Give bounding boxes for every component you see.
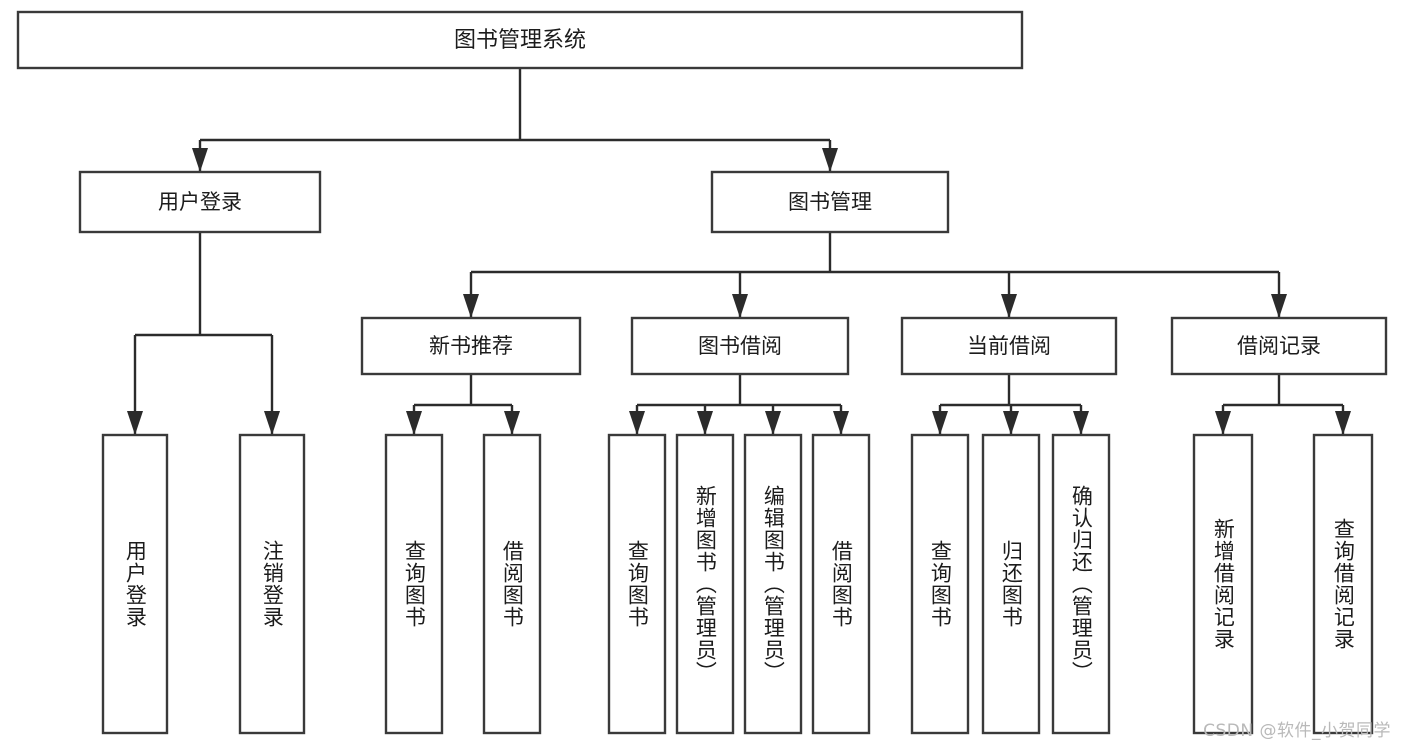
node-box-nbr-query-book[interactable] (384, 433, 444, 735)
arrow-head-icon (504, 411, 520, 435)
arrow-head-icon (1271, 294, 1287, 318)
arrow-head-icon (932, 411, 948, 435)
node-label-book-borrow: 图书借阅 (698, 334, 782, 358)
arrow-head-icon (127, 411, 143, 435)
arrow-head-icon (629, 411, 645, 435)
node-box-user-logout[interactable] (238, 433, 306, 735)
node-box-bb-edit-book[interactable] (743, 433, 803, 735)
arrow-head-icon (1003, 411, 1019, 435)
node-box-cb-confirm-return[interactable] (1051, 433, 1111, 735)
nodes-layer (16, 10, 1388, 735)
node-label-borrow-records: 借阅记录 (1237, 334, 1321, 358)
arrow-head-icon (463, 294, 479, 318)
arrow-head-icon (1073, 411, 1089, 435)
arrow-head-icon (697, 411, 713, 435)
connectors-layer (127, 68, 1351, 435)
node-box-book-borrow[interactable] (630, 316, 850, 376)
node-box-borrow-records[interactable] (1170, 316, 1388, 376)
node-box-user-login[interactable] (78, 170, 322, 234)
arrow-head-icon (1215, 411, 1231, 435)
arrow-head-icon (732, 294, 748, 318)
arrow-head-icon (264, 411, 280, 435)
node-box-cb-query-book[interactable] (910, 433, 970, 735)
node-box-cb-return-book[interactable] (981, 433, 1041, 735)
node-box-new-book-recommend[interactable] (360, 316, 582, 376)
node-box-book-manage[interactable] (710, 170, 950, 234)
node-label-new-book-recommend: 新书推荐 (429, 334, 513, 358)
node-box-br-add-record[interactable] (1192, 433, 1254, 735)
arrow-head-icon (765, 411, 781, 435)
node-box-root[interactable] (16, 10, 1024, 70)
node-label-current-borrow: 当前借阅 (967, 334, 1051, 358)
arrow-head-icon (1335, 411, 1351, 435)
node-label-user-login: 用户登录 (158, 190, 242, 214)
node-label-root: 图书管理系统 (454, 28, 586, 53)
node-label-book-manage: 图书管理 (788, 190, 872, 214)
node-box-br-query-record[interactable] (1312, 433, 1374, 735)
arrow-head-icon (406, 411, 422, 435)
watermark-text: CSDN @软件_小贺同学 (1203, 721, 1391, 741)
node-box-current-borrow[interactable] (900, 316, 1118, 376)
node-box-user-login-do[interactable] (101, 433, 169, 735)
node-box-nbr-borrow-book[interactable] (482, 433, 542, 735)
arrow-head-icon (822, 148, 838, 172)
node-box-bb-add-book[interactable] (675, 433, 735, 735)
arrow-head-icon (192, 148, 208, 172)
node-box-bb-query-book[interactable] (607, 433, 667, 735)
node-box-bb-borrow-book[interactable] (811, 433, 871, 735)
arrow-head-icon (1001, 294, 1017, 318)
arrow-head-icon (833, 411, 849, 435)
